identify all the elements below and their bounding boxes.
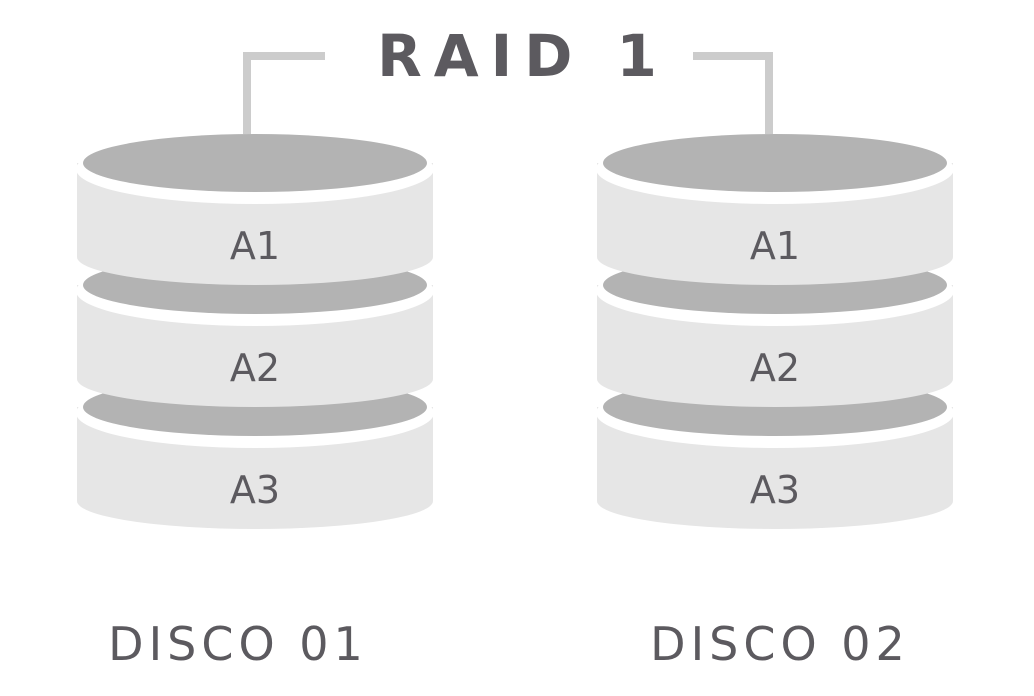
disk-02: A3 A2 A1 [596, 134, 954, 529]
segment-label: A3 [230, 468, 280, 512]
platter-bottom-edge [597, 351, 953, 407]
platter-1: A1 [596, 134, 954, 285]
segment-label: A3 [750, 468, 800, 512]
disk-label-01: DISCO 01 [108, 617, 368, 671]
segment-label: A2 [230, 346, 280, 390]
connector-left [243, 52, 325, 150]
platter-bottom-edge [77, 351, 433, 407]
platter-1: A1 [76, 134, 434, 285]
platter-bottom-edge [77, 473, 433, 529]
platter-bottom-edge [597, 229, 953, 285]
disk-label-02: DISCO 02 [650, 617, 910, 671]
connector-right [693, 52, 773, 150]
platter-top [83, 134, 427, 192]
disk-01: A3 A2 A1 [76, 134, 434, 529]
segment-label: A1 [230, 224, 280, 268]
platter-bottom-edge [597, 473, 953, 529]
platter-top [603, 134, 947, 192]
segment-label: A1 [750, 224, 800, 268]
title: RAID 1 [377, 22, 669, 90]
segment-label: A2 [750, 346, 800, 390]
platter-bottom-edge [77, 229, 433, 285]
